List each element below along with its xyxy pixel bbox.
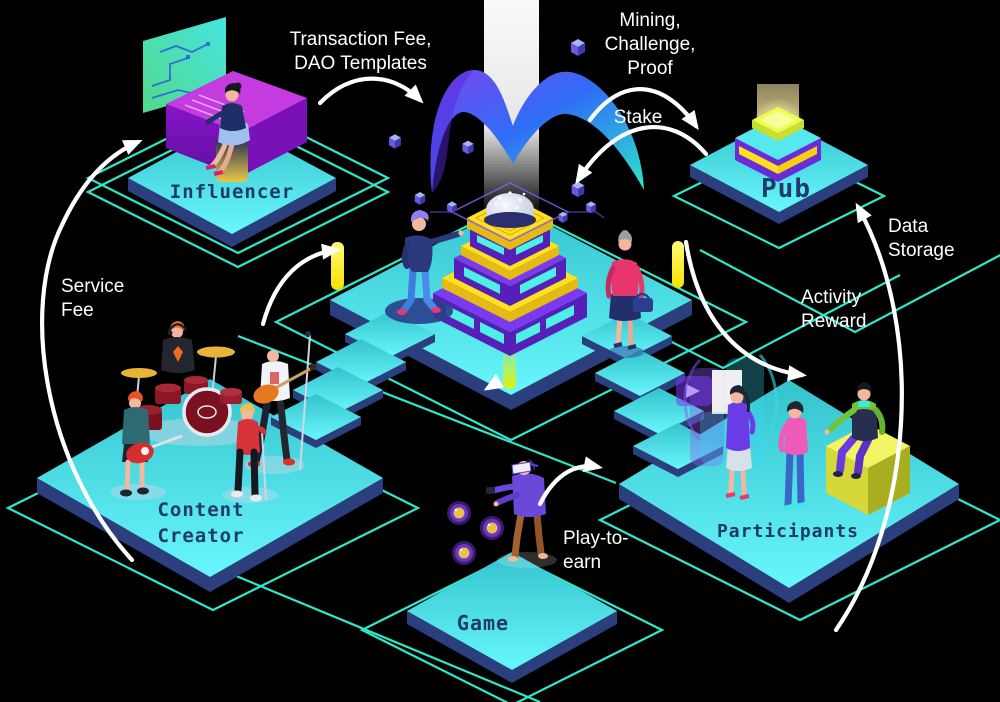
arrow-service-fee (40, 139, 143, 563)
label-pub: Pub (761, 174, 811, 204)
holographic-dome (430, 182, 605, 242)
flow-label-activity-reward: Activity Reward (801, 287, 867, 332)
flow-label-data-storage: Data Storage (888, 216, 955, 261)
flow-label-transaction-fee: Transaction Fee, DAO Templates (289, 29, 432, 74)
arrow-transaction-fee (317, 76, 424, 106)
flow-label-play-to-earn: Play-to- earn (563, 528, 629, 573)
token-coins (447, 501, 504, 565)
drummer (161, 321, 195, 373)
influencer-scene (143, 17, 307, 182)
m-wave-logo-icon (430, 70, 644, 193)
participant-woman-pink (778, 401, 808, 510)
label-content-creator: Content Creator (157, 499, 245, 547)
person-influencer (205, 82, 250, 176)
game-scene (447, 459, 557, 568)
arrow-center-to-game (483, 373, 505, 391)
flow-arrows (40, 76, 904, 633)
person-central-visitor (605, 230, 653, 358)
person-central-pointing (385, 210, 464, 324)
flow-label-mining: Mining, Challenge, Proof (604, 10, 696, 79)
band-scene (110, 321, 316, 503)
arrow-stake (575, 124, 709, 185)
participant-woman-purple (725, 385, 756, 500)
pub-scene (735, 84, 821, 182)
guitarist-red-hair (120, 391, 183, 497)
label-participants: Participants (716, 521, 860, 542)
flow-label-service-fee: Service Fee (61, 276, 125, 321)
stepping-stones (271, 311, 723, 477)
vr-player (486, 459, 548, 562)
arrow-data-storage (833, 202, 904, 633)
arrow-creator-to-center (260, 243, 341, 327)
flow-label-stake: Stake (613, 107, 663, 128)
hologram-panels (676, 354, 778, 470)
participant-man-green (824, 382, 886, 479)
label-influencer: Influencer (169, 181, 295, 203)
arrow-play-to-earn (537, 456, 603, 507)
console-desk (166, 71, 307, 133)
label-game: Game (456, 611, 510, 635)
arrow-mining (587, 87, 699, 131)
platform-game (407, 552, 617, 683)
arrow-activity-reward (683, 239, 807, 382)
singer (231, 403, 267, 502)
